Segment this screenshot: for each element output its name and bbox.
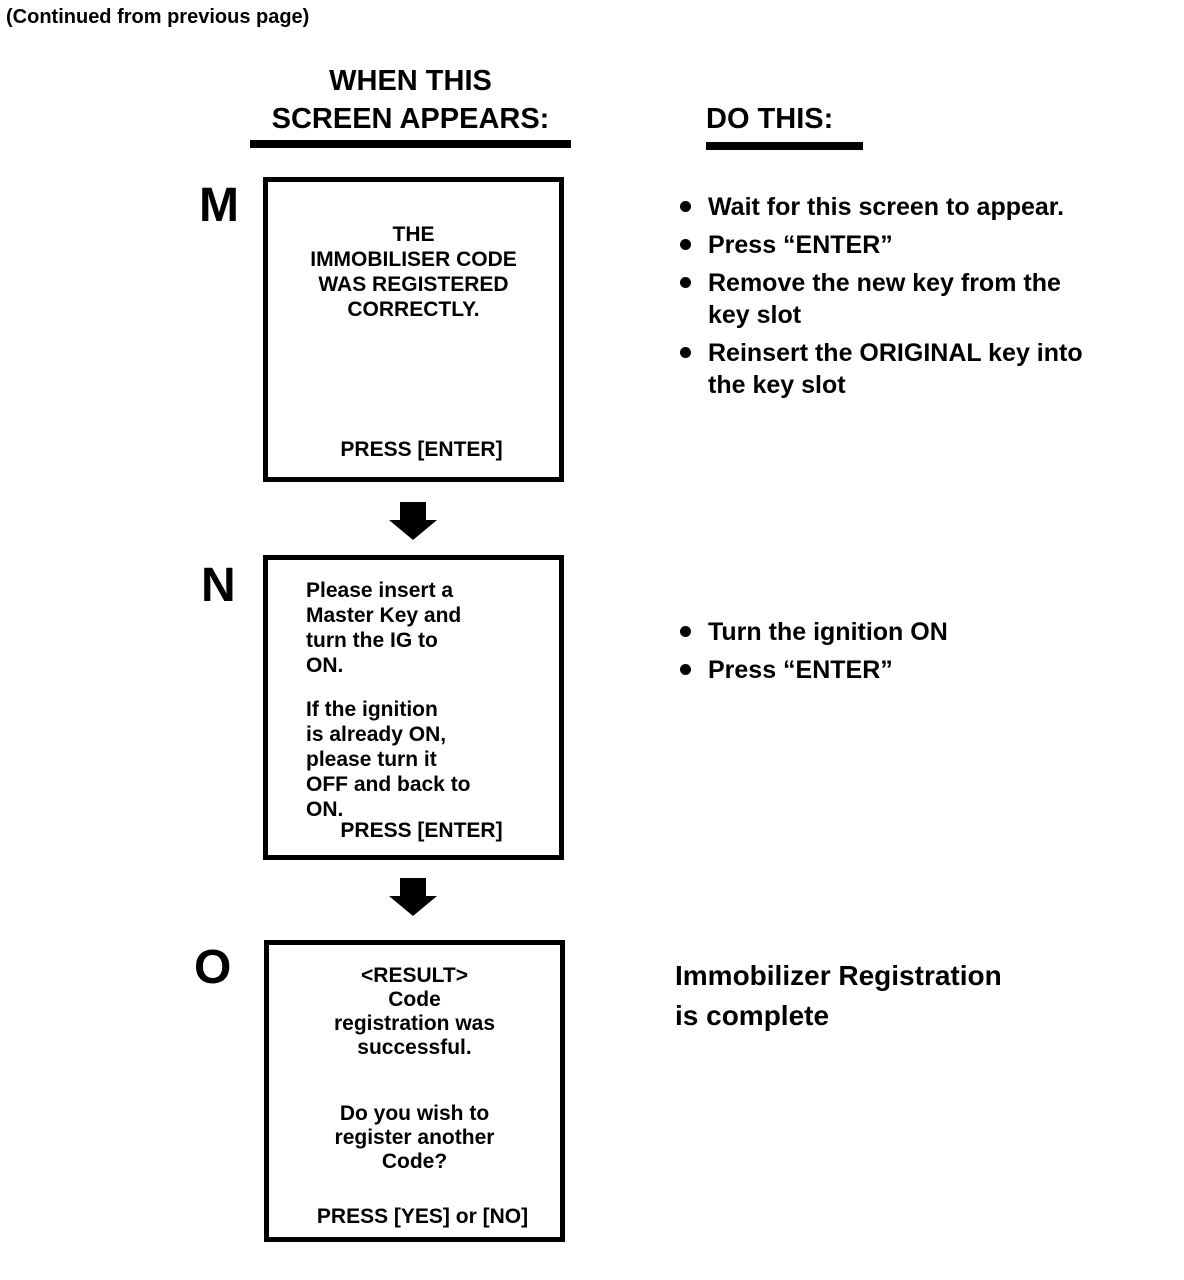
- screen-line: OFF and back to: [306, 773, 471, 796]
- completion-note-line: is complete: [675, 1000, 830, 1031]
- continued-note: (Continued from previous page): [6, 6, 310, 28]
- step-letter-m: M: [199, 179, 239, 232]
- completion-note-line: Immobilizer Registration: [675, 960, 1002, 991]
- screen-column-underline: [250, 140, 571, 148]
- bullet-icon: [680, 239, 691, 250]
- instruction-text: Wait for this screen to appear.: [708, 191, 1064, 223]
- screen-line: is already ON,: [306, 723, 447, 746]
- screen-line: Code: [388, 988, 441, 1011]
- screen-line: <RESULT>: [361, 964, 468, 987]
- screen-line: IMMOBILISER CODE: [310, 248, 517, 271]
- screen-paragraph: If the ignition is already ON, please tu…: [306, 697, 549, 822]
- screen-column-header-line2: SCREEN APPEARS:: [271, 103, 550, 135]
- screen-paragraph: Please insert a Master Key and turn the …: [306, 578, 549, 678]
- step-letter-n: N: [201, 559, 236, 612]
- screen-line: ON.: [306, 798, 344, 821]
- screen-box-o-text: <RESULT> Code registration was successfu…: [269, 945, 560, 1174]
- screen-line: If the ignition: [306, 698, 438, 721]
- action-column-header: DO THIS:: [706, 100, 863, 150]
- instruction-text: Remove the new key from the key slot: [708, 267, 1061, 331]
- screen-line: please turn it: [306, 748, 437, 771]
- down-arrow-icon: [389, 502, 437, 540]
- completion-note: Immobilizer Registration is complete: [675, 956, 1002, 1036]
- arrow-head: [389, 896, 437, 916]
- instructions-n: Turn the ignition ON Press “ENTER”: [680, 616, 1150, 692]
- instruction-line: Wait for this screen to appear.: [708, 193, 1065, 221]
- screen-line: Master Key and: [306, 604, 462, 627]
- instruction-item: Turn the ignition ON: [680, 616, 1150, 648]
- screen-box-o-footer: PRESS [YES] or [NO]: [316, 1205, 529, 1228]
- screen-line: CORRECTLY.: [347, 298, 480, 321]
- bullet-icon: [680, 664, 691, 675]
- screen-line: turn the IG to: [306, 629, 438, 652]
- bullet-icon: [680, 347, 691, 358]
- instruction-item: Press “ENTER”: [680, 229, 1150, 261]
- screen-line: ON.: [306, 654, 344, 677]
- instruction-line: key slot: [708, 301, 802, 329]
- screen-box-n: Please insert a Master Key and turn the …: [263, 555, 564, 860]
- action-column-underline: [706, 142, 863, 150]
- arrow-stem: [400, 502, 426, 520]
- instructions-m: Wait for this screen to appear. Press “E…: [680, 191, 1150, 407]
- screen-column-header-line1: WHEN THIS: [329, 65, 492, 97]
- step-letter-o: O: [194, 941, 232, 994]
- screen-box-n-footer: PRESS [ENTER]: [340, 819, 503, 842]
- screen-line: registration was: [333, 1012, 496, 1035]
- screen-box-o: <RESULT> Code registration was successfu…: [264, 940, 565, 1242]
- arrow-stem: [400, 878, 426, 896]
- screen-line: register another: [334, 1126, 495, 1149]
- action-column-header-label: DO THIS:: [706, 103, 834, 135]
- bullet-icon: [680, 201, 691, 212]
- screen-line: THE: [392, 223, 435, 246]
- screen-box-m-footer: PRESS [ENTER]: [340, 438, 503, 461]
- screen-box-n-text: Please insert a Master Key and turn the …: [268, 560, 559, 822]
- instruction-item: Press “ENTER”: [680, 654, 1150, 686]
- screen-paragraph: <RESULT> Code registration was successfu…: [269, 964, 560, 1060]
- screen-paragraph: Do you wish to register another Code?: [269, 1102, 560, 1174]
- instruction-text: Press “ENTER”: [708, 229, 893, 261]
- instruction-line: the key slot: [708, 371, 846, 399]
- screen-line: Do you wish to: [339, 1102, 490, 1125]
- screen-box-m-text: THE IMMOBILISER CODE WAS REGISTERED CORR…: [268, 182, 559, 322]
- instruction-line: Press “ENTER”: [708, 656, 893, 684]
- instruction-item: Wait for this screen to appear.: [680, 191, 1150, 223]
- screen-box-m: THE IMMOBILISER CODE WAS REGISTERED CORR…: [263, 177, 564, 482]
- instruction-line: Press “ENTER”: [708, 231, 893, 259]
- screen-line: Please insert a: [306, 579, 454, 602]
- instruction-item: Remove the new key from the key slot: [680, 267, 1150, 331]
- instruction-item: Reinsert the ORIGINAL key into the key s…: [680, 337, 1150, 401]
- screen-column-header: WHEN THIS SCREEN APPEARS:: [250, 62, 571, 148]
- bullet-icon: [680, 626, 691, 637]
- bullet-icon: [680, 277, 691, 288]
- screen-line: successful.: [357, 1036, 472, 1059]
- instruction-text: Press “ENTER”: [708, 654, 893, 686]
- instruction-text: Turn the ignition ON: [708, 616, 948, 648]
- instruction-line: Turn the ignition ON: [708, 618, 948, 646]
- instruction-line: Reinsert the ORIGINAL key into: [708, 339, 1083, 367]
- screen-line: WAS REGISTERED: [318, 273, 509, 296]
- instruction-line: Remove the new key from the: [708, 269, 1061, 297]
- screen-line: Code?: [381, 1150, 448, 1173]
- arrow-head: [389, 520, 437, 540]
- down-arrow-icon: [389, 878, 437, 916]
- instruction-text: Reinsert the ORIGINAL key into the key s…: [708, 337, 1083, 401]
